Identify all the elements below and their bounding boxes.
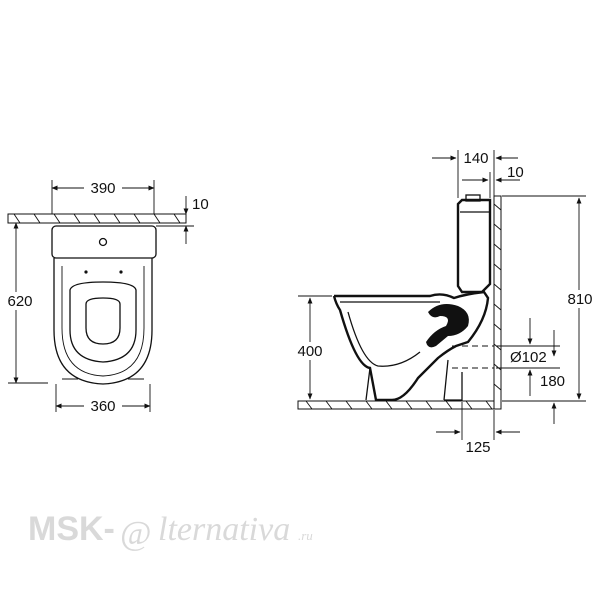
- dimension-102: Ø102: [496, 318, 560, 396]
- side-bowl-outline: [332, 290, 490, 402]
- dim-label-102: Ø102: [510, 349, 547, 366]
- top-seat-ring: [69, 281, 137, 363]
- dimension-810: 810: [502, 195, 596, 402]
- watermark-at-sign: @: [120, 515, 151, 552]
- dim-label-360: 360: [90, 398, 115, 415]
- dimension-10-top: 10: [156, 196, 209, 244]
- side-tank-button: [465, 194, 481, 202]
- flush-button-icon: [98, 237, 108, 247]
- top-bowl-flange: [61, 266, 145, 377]
- side-bowl-inner: [347, 311, 421, 367]
- dimension-360: 360: [55, 384, 151, 415]
- seat-hole-left: [84, 270, 88, 274]
- watermark-brand-left: MSK-: [28, 510, 115, 548]
- watermark-logo: MSK- @ lternativa .ru: [28, 510, 313, 552]
- seat-hole-right: [119, 270, 123, 274]
- side-view: 140 10 810 400: [292, 150, 596, 456]
- dim-label-810: 810: [567, 291, 592, 308]
- top-view: 390 10 620 360: [0, 178, 209, 415]
- watermark-brand-right: lternativa: [158, 511, 290, 548]
- dim-label-390: 390: [90, 180, 115, 197]
- top-bowl-opening: [85, 297, 121, 345]
- dimension-140: 140: [432, 150, 518, 198]
- dimension-180: 180: [540, 330, 565, 424]
- dimension-10-side: 10: [462, 164, 524, 198]
- dim-label-620: 620: [7, 293, 32, 310]
- dimension-620: 620: [0, 222, 48, 384]
- dim-label-140: 140: [463, 150, 488, 167]
- side-wall: [493, 195, 502, 410]
- top-wall: [7, 213, 187, 224]
- side-outlet-pipe: [452, 345, 494, 369]
- top-tank-outline: [51, 225, 157, 259]
- side-foot: [365, 359, 463, 401]
- dim-label-180: 180: [540, 373, 565, 390]
- dimension-400: 400: [292, 295, 332, 400]
- dim-label-400: 400: [297, 343, 322, 360]
- side-tank-outline: [456, 198, 492, 294]
- dim-label-125: 125: [465, 439, 490, 456]
- side-floor: [297, 400, 499, 410]
- top-bowl-outline: [53, 258, 153, 385]
- watermark-brand-suffix: .ru: [298, 528, 313, 543]
- dim-label-10-top: 10: [192, 196, 209, 213]
- dimension-125: 125: [436, 402, 520, 456]
- dim-label-10-side: 10: [507, 164, 524, 181]
- dimension-390: 390: [51, 178, 155, 214]
- side-trap-channel: [426, 304, 469, 348]
